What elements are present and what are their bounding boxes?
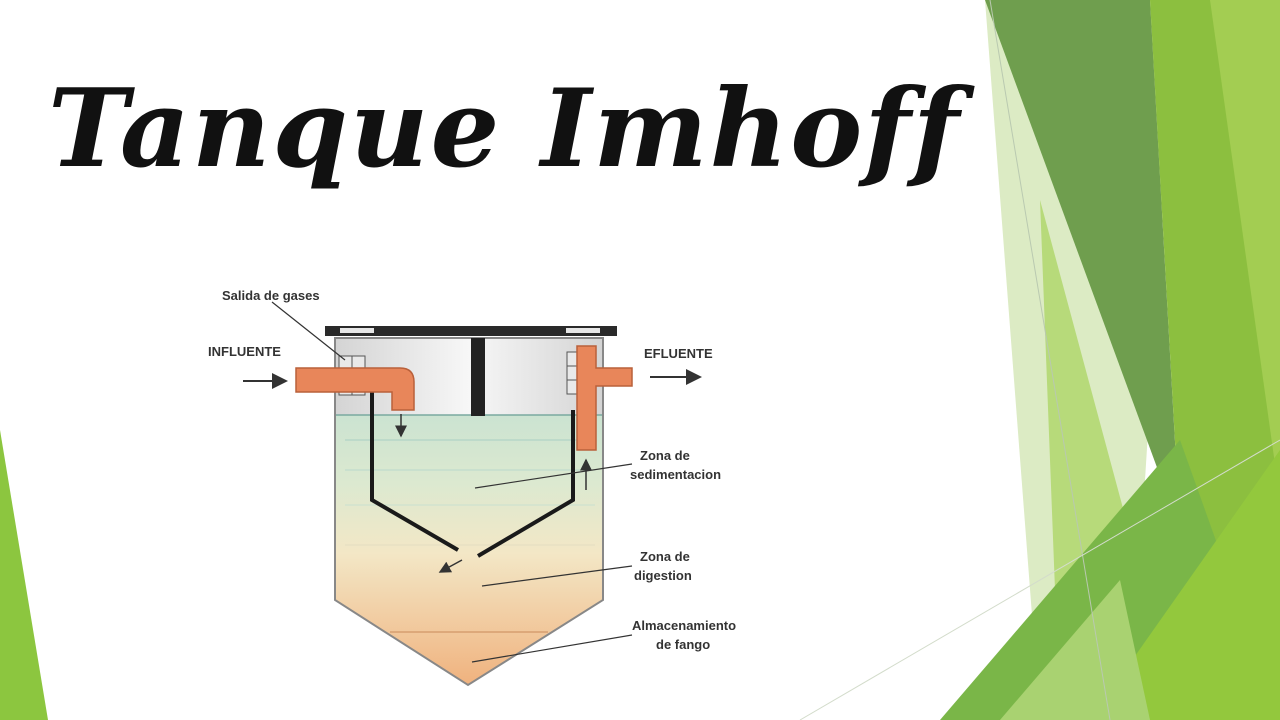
deco-thin-line-2 (799, 439, 1280, 720)
label-digestion-1: Zona de (640, 549, 690, 564)
inlet-pipe (295, 367, 415, 411)
tank-cover (325, 326, 617, 336)
deco-thin-line-1 (989, 0, 1111, 720)
sludge-drop-arrow (438, 559, 463, 573)
slide-title: Tanque Imhoff (48, 66, 962, 192)
label-sludge-1: Almacenamiento (632, 618, 736, 633)
label-digestion-2: digestion (634, 568, 692, 583)
outlet-pipe (576, 345, 633, 451)
tank-body (334, 337, 604, 687)
cover-vent-left (340, 328, 374, 333)
deco-facet-bottom-3 (1000, 580, 1150, 720)
label-sedimentation-2: sedimentacion (630, 467, 721, 482)
sedimentation-wall-left (370, 392, 460, 552)
deco-facet-left (0, 430, 48, 720)
label-effluent: EFLUENTE (644, 346, 713, 361)
label-sedimentation-1: Zona de (640, 448, 690, 463)
sedimentation-wall-right (476, 410, 575, 558)
leader-digestion (481, 565, 633, 587)
label-influent: INFLUENTE (208, 344, 281, 359)
leader-sludge (471, 634, 633, 663)
deco-facet-dark (985, 0, 1180, 530)
central-baffle (471, 338, 485, 416)
gas-vent-right (566, 351, 580, 395)
label-sludge-2: de fango (656, 637, 710, 652)
leader-sedimentation (474, 463, 633, 489)
leader-gas-outlet (271, 301, 346, 361)
deco-facet-mid-2 (1210, 0, 1280, 500)
label-gas-outlet: Salida de gases (222, 288, 320, 303)
cover-vent-right (566, 328, 600, 333)
deco-facet-bottom-2 (1090, 450, 1280, 720)
